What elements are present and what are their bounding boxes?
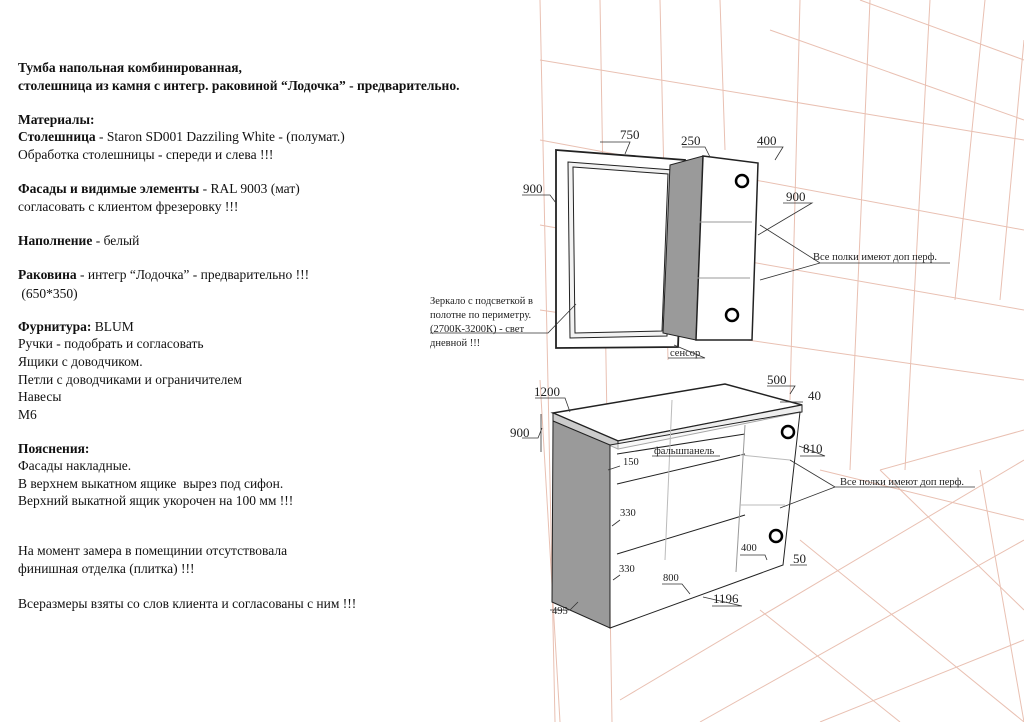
explanation-line: Верхний выкатной ящик укорочен на 100 мм… <box>18 493 294 508</box>
hardware-note: Петли с доводчиками и ограничителем <box>18 372 242 387</box>
perforation-circle <box>768 528 784 544</box>
filling-value: - белый <box>92 233 140 248</box>
base-width-label: 1200 <box>534 384 560 399</box>
cabinet-depth-label: 400 <box>757 133 777 148</box>
sink-value: - интегр “Лодочка” - предварительно !!! <box>76 267 310 282</box>
upper-shelves-note: Все полки имеют доп перф. <box>813 252 937 263</box>
drawer3-label: 330 <box>619 564 635 575</box>
base-height-label: 900 <box>510 425 530 440</box>
mirror-note-line: дневной !!! <box>430 338 480 349</box>
base-shelves-note: Все полки имеют доп перф. <box>840 477 964 488</box>
measure-note: На момент замера в помещинии отсутствова… <box>18 543 288 558</box>
cabinet-height-label: 900 <box>786 189 806 204</box>
mirror-note-line: полотне по периметру. <box>430 310 531 321</box>
countertop-value: - Staron SD001 Dazziling White - (полума… <box>95 129 345 144</box>
mirror-width-label: 750 <box>620 127 640 142</box>
bottom-width-label: 1196 <box>713 591 739 606</box>
perforation-circle <box>724 307 740 323</box>
side-depth-label: 495 <box>552 606 568 617</box>
top-thickness-label: 40 <box>808 388 821 403</box>
mirror <box>555 149 686 349</box>
measure-note: финишная отделка (плитка) !!! <box>18 561 195 576</box>
perforation-circle <box>780 424 796 440</box>
base-cabinet <box>550 383 803 629</box>
sensor-label: сенсор <box>670 348 700 359</box>
mirror-height-label: 900 <box>523 181 543 196</box>
countertop-label: Столешница <box>18 129 96 144</box>
plinth-label: 50 <box>793 551 806 566</box>
hardware-note: М6 <box>18 407 37 422</box>
hardware-value: BLUM <box>91 319 134 334</box>
explanations-heading: Пояснения: <box>18 441 90 456</box>
wall-cabinet <box>662 155 759 341</box>
perforation-circle <box>734 173 750 189</box>
base-depth-label: 500 <box>767 372 787 387</box>
title-line: столешница из камня с интегр. раковиной … <box>18 78 460 93</box>
explanation-line: Фасады накладные. <box>18 458 132 473</box>
hardware-label: Фурнитура: <box>18 319 92 334</box>
inner-width-label: 800 <box>663 573 679 584</box>
hardware-note: Навесы <box>18 389 62 404</box>
mirror-note-line: (2700К-3200К) - свет <box>430 324 524 335</box>
countertop-note: Обработка столешницы - спереди и слева !… <box>18 147 274 162</box>
client-note: Всеразмеры взяты со слов клиента и согла… <box>18 596 357 611</box>
materials-heading: Материалы: <box>18 112 95 127</box>
filling-label: Наполнение <box>18 233 93 248</box>
drawer1-label: 150 <box>623 457 639 468</box>
inner-height-label: 810 <box>803 441 823 456</box>
sink-size: (650*350) <box>18 286 78 301</box>
facades-label: Фасады и видимые элементы <box>18 181 200 196</box>
facades-note: согласовать с клиентом фрезеровку !!! <box>18 199 239 214</box>
right-section-label: 400 <box>741 543 757 554</box>
title-line: Тумба напольная комбинированная, <box>18 60 242 75</box>
cabinet-width-label: 250 <box>681 133 701 148</box>
facades-value: - RAL 9003 (мат) <box>199 181 300 196</box>
drawer2-label: 330 <box>620 508 636 519</box>
false-panel-label: фальшпанель <box>654 446 714 457</box>
hardware-note: Ящики с доводчиком. <box>18 354 143 369</box>
mirror-note-line: Зеркало с подсветкой в <box>430 296 533 307</box>
explanation-line: В верхнем выкатном ящике вырез под сифон… <box>18 476 284 491</box>
sink-label: Раковина <box>18 267 77 282</box>
hardware-note: Ручки - подобрать и согласовать <box>18 336 204 351</box>
